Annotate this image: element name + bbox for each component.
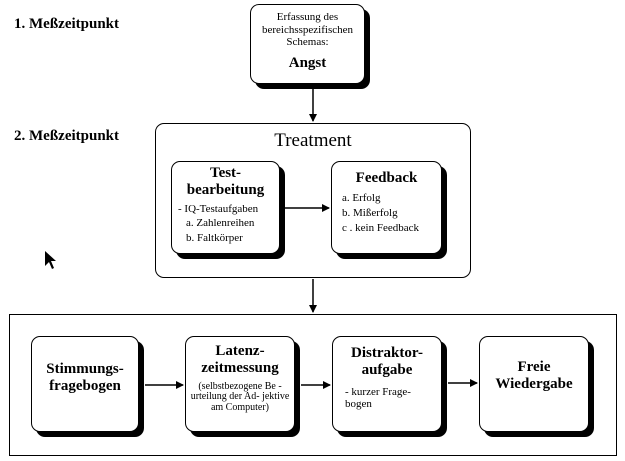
recall-line1: Freie [517, 359, 551, 375]
feedback-box: Feedback a. Erfolg b. Mißerfolg c . kein… [331, 161, 442, 254]
mood-questionnaire-box: Stimmungs- fragebogen [31, 336, 139, 432]
mouse-cursor-icon [44, 250, 58, 275]
distractor-detail: - kurzer Frage- bogen [345, 385, 411, 411]
test-box: Test- bearbeitung - IQ-Testaufgaben a. Z… [171, 161, 280, 254]
schema-description: Erfassung des bereichsspezifischen Schem… [261, 11, 353, 49]
latency-line1: Latenz- [215, 343, 265, 359]
distractor-line2: aufgabe [361, 362, 413, 379]
test-item: b. Faltkörper [186, 232, 243, 245]
test-title-line1: Test- [209, 165, 242, 181]
mood-line2: fragebogen [49, 378, 121, 395]
mood-line1: Stimmungs- [46, 361, 124, 377]
feedback-item: a. Erfolg [342, 192, 381, 205]
test-title-line2: bearbeitung [186, 182, 265, 199]
latency-measurement-box: Latenz- zeitmessung (selbstbezogene Be -… [185, 336, 295, 432]
distractor-task-box: Distraktor- aufgabe - kurzer Frage- boge… [332, 336, 442, 432]
time-point-2-label: 2. Meßzeitpunkt [14, 128, 119, 144]
feedback-title: Feedback [355, 170, 418, 186]
distractor-line1: Distraktor- [351, 345, 423, 361]
feedback-item: c . kein Feedback [342, 221, 419, 234]
test-item: a. Zahlenreihen [186, 217, 255, 230]
feedback-item: b. Mißerfolg [342, 207, 398, 220]
schema-assessment-box: Erfassung des bereichsspezifischen Schem… [250, 4, 365, 84]
treatment-title: Treatment [274, 130, 352, 151]
test-items: - IQ-Testaufgaben a. Zahlenreihen b. Fal… [172, 202, 279, 247]
latency-line2: zeitmessung [201, 360, 279, 377]
free-recall-box: Freie Wiedergabe [479, 336, 589, 432]
test-item: - IQ-Testaufgaben [178, 202, 259, 215]
latency-detail: (selbstbezogene Be - urteilung der Ad- j… [190, 380, 290, 413]
feedback-items: a. Erfolg b. Mißerfolg c . kein Feedback [332, 191, 441, 236]
schema-title: Angst [288, 54, 327, 71]
time-point-1-label: 1. Meßzeitpunkt [14, 16, 119, 32]
recall-line2: Wiedergabe [495, 376, 573, 393]
